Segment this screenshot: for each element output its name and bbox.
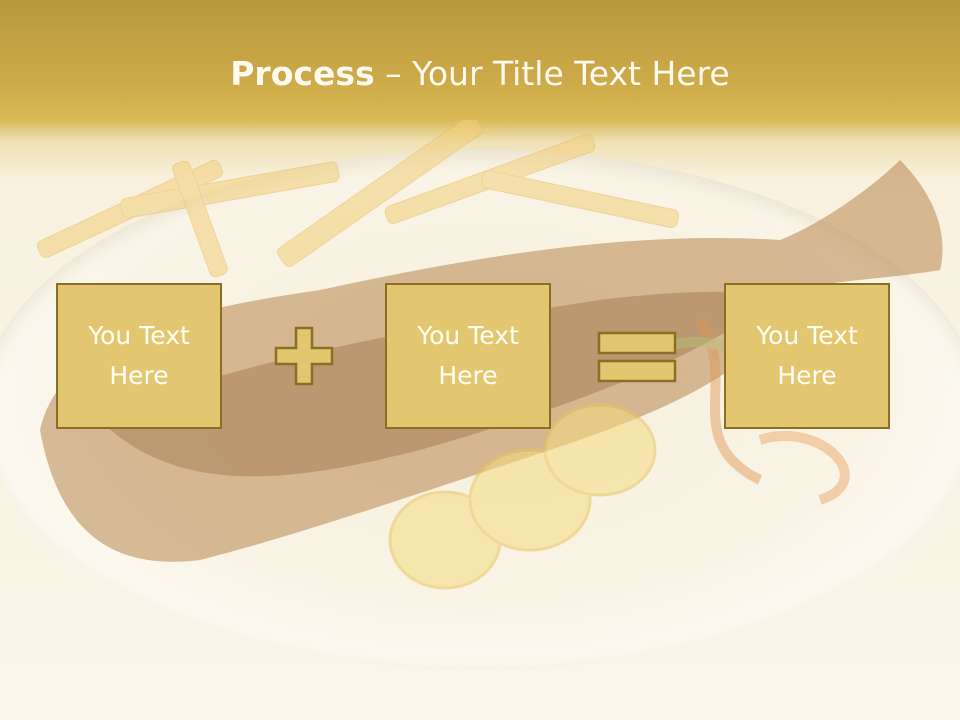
equals-icon [597, 331, 677, 383]
plus-icon [274, 326, 334, 386]
process-box-2-text: You Text Here [417, 321, 519, 390]
process-box-3-text: You Text Here [756, 321, 858, 390]
process-box-1[interactable]: You Text Here [56, 283, 222, 429]
slide-title: Process – Your Title Text Here [0, 52, 960, 96]
title-rest: – Your Title Text Here [374, 54, 730, 93]
process-box-2[interactable]: You Text Here [385, 283, 551, 429]
title-bold: Process [230, 54, 375, 93]
process-box-3[interactable]: You Text Here [724, 283, 890, 429]
process-box-1-text: You Text Here [88, 321, 190, 390]
